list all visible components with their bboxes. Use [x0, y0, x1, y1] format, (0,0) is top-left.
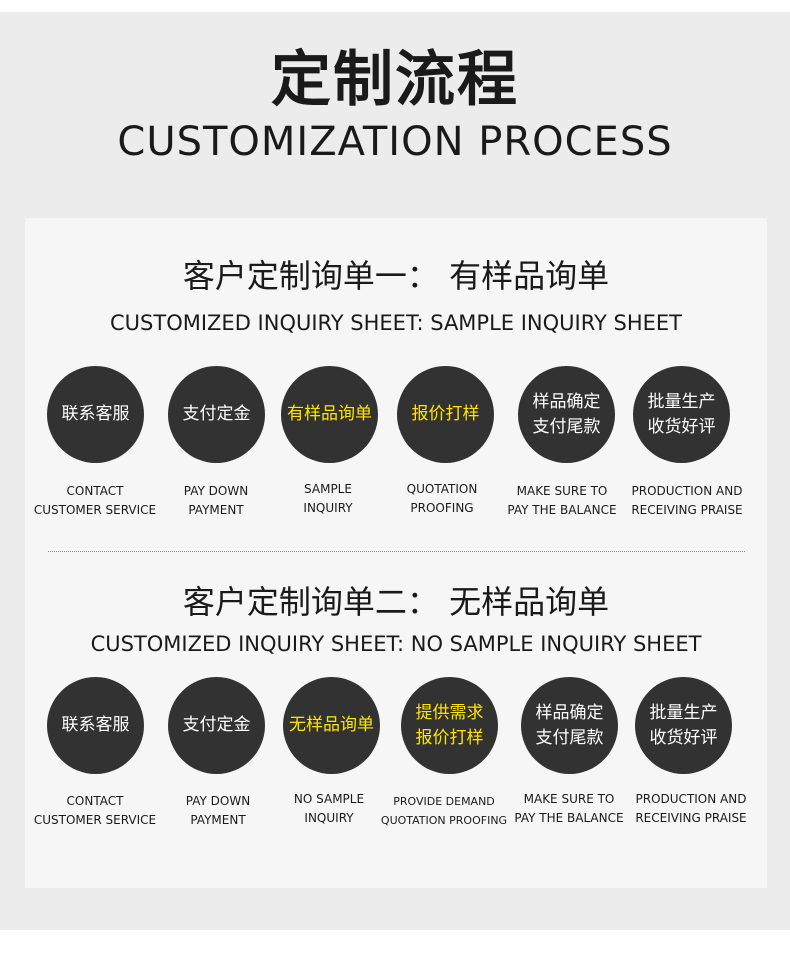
step-label: MAKE SURE TO PAY THE BALANCE — [507, 484, 617, 517]
step-text: 样品确定 支付尾款 — [532, 391, 601, 437]
step-label: PAY DOWN PAYMENT — [185, 794, 251, 827]
step-label: PRODUCTION AND RECEIVING PRAISE — [635, 792, 747, 825]
section-title: 客户定制询单一： 有样品询单 — [182, 257, 610, 295]
step-text: 有样品询单 — [287, 404, 372, 424]
step-text: 支付定金 — [182, 715, 251, 735]
page-subtitle: CUSTOMIZATION PROCESS — [117, 119, 673, 165]
step-text: 批量生产 收货好评 — [649, 702, 718, 748]
step-circle-quotation: 报价打样 — [397, 366, 494, 463]
step-label: QUOTATION PROOFING — [406, 482, 478, 515]
step-circle-sample-inquiry: 有样品询单 — [281, 366, 378, 463]
step-circle-balance: 样品确定 支付尾款 — [521, 677, 618, 774]
step-label: PRODUCTION AND RECEIVING PRAISE — [631, 484, 743, 517]
page-title: 定制流程 — [271, 45, 519, 115]
step-circle-no-sample-inquiry: 无样品询单 — [283, 677, 380, 774]
step-text: 无样品询单 — [289, 715, 374, 735]
step-circle-demand-quotation: 提供需求 报价打样 — [401, 677, 498, 774]
step-circle-balance: 样品确定 支付尾款 — [518, 366, 615, 463]
step-circle-production: 批量生产 收货好评 — [635, 677, 732, 774]
step-label: NO SAMPLE INQUIRY — [293, 792, 365, 825]
step-text: 联系客服 — [61, 404, 130, 424]
step-label: CONTACT CUSTOMER SERVICE — [33, 794, 157, 827]
section-title: 客户定制询单二： 无样品询单 — [182, 583, 610, 621]
step-text: 批量生产 收货好评 — [647, 391, 716, 437]
step-label: MAKE SURE TO PAY THE BALANCE — [514, 792, 624, 825]
step-text: 联系客服 — [61, 715, 130, 735]
section-subtitle: CUSTOMIZED INQUIRY SHEET: SAMPLE INQUIRY… — [110, 311, 682, 335]
step-label: PAY DOWN PAYMENT — [183, 484, 249, 517]
step-circle-contact-service: 联系客服 — [47, 677, 144, 774]
process-panel: 客户定制询单一： 有样品询单 CUSTOMIZED INQUIRY SHEET:… — [25, 218, 767, 888]
step-label: CONTACT CUSTOMER SERVICE — [33, 484, 157, 517]
step-text: 提供需求 报价打样 — [415, 702, 484, 748]
step-circle-pay-down: 支付定金 — [168, 366, 265, 463]
section-subtitle: CUSTOMIZED INQUIRY SHEET: NO SAMPLE INQU… — [90, 632, 702, 656]
section-divider — [48, 551, 745, 552]
step-circle-pay-down: 支付定金 — [168, 677, 265, 774]
step-label: PROVIDE DEMAND QUOTATION PROOFING — [380, 795, 508, 827]
step-circle-production: 批量生产 收货好评 — [633, 366, 730, 463]
step-label: SAMPLE INQUIRY — [303, 482, 353, 515]
step-text: 报价打样 — [411, 404, 480, 424]
step-circle-contact-service: 联系客服 — [47, 366, 144, 463]
step-text: 支付定金 — [182, 404, 251, 424]
step-text: 样品确定 支付尾款 — [535, 702, 604, 748]
